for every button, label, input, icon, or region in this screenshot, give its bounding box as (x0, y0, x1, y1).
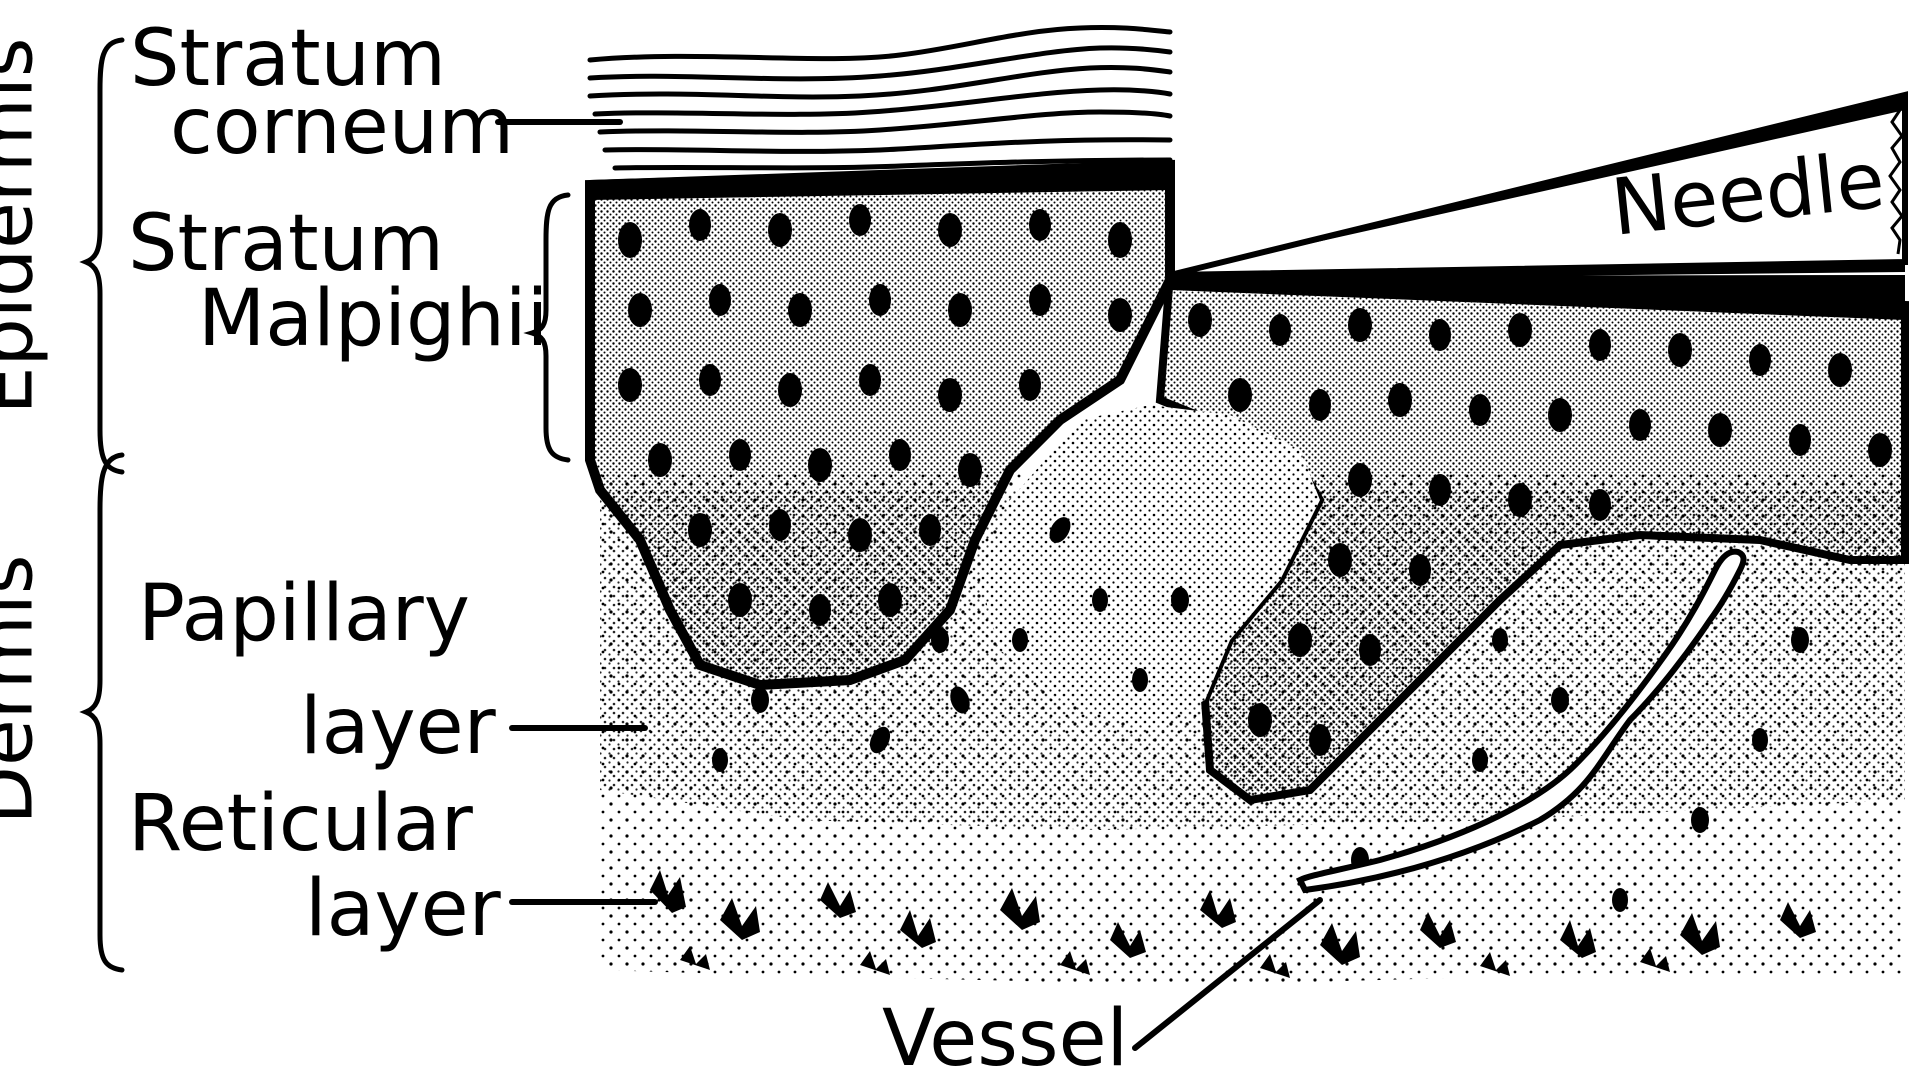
stratum-corneum-label-line2: corneum (170, 88, 514, 166)
epidermis-label: Epidermis (0, 95, 50, 415)
papillary-layer-label-line2: layer (300, 688, 496, 766)
stratum-corneum (590, 27, 1170, 168)
vessel-label: Vessel (882, 1000, 1128, 1078)
reticular-layer-label-line1: Reticular (128, 785, 473, 863)
reticular-layer-label-line2: layer (305, 870, 501, 948)
dermis-label: Dermis (0, 625, 50, 825)
stratum-malpighii-label-line1: Stratum (128, 205, 444, 283)
stratum-malpighii-label-line2: Malpighii (198, 280, 548, 358)
papillary-layer-label-line1: Papillary (138, 575, 470, 653)
